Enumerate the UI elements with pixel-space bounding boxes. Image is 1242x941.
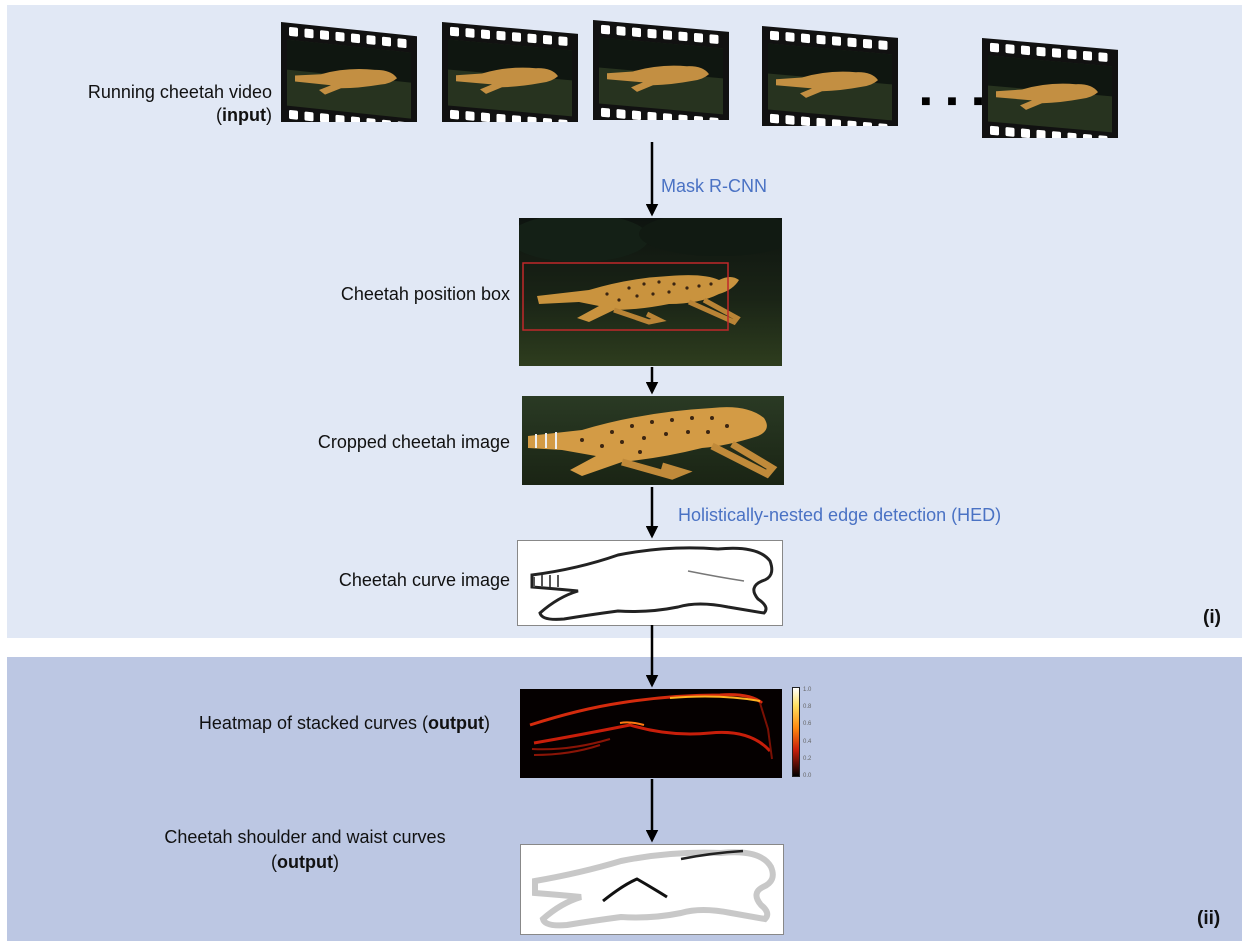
colorbar-tick: 0.0 xyxy=(803,768,823,785)
film-frame-3 xyxy=(593,20,729,120)
curve-image xyxy=(517,540,783,626)
input-label: Running cheetah video (input) xyxy=(40,81,272,127)
colorbar xyxy=(792,687,800,777)
film-frame-5 xyxy=(982,38,1118,138)
shoulder-waist-image xyxy=(520,844,784,935)
hed-label: Holistically-nested edge detection (HED) xyxy=(678,505,1001,526)
colorbar-tick: 0.2 xyxy=(803,751,823,768)
panel-tag-i: (i) xyxy=(1203,607,1221,629)
input-label-close: ) xyxy=(266,105,272,125)
shoulder-waist-label-text: Cheetah shoulder and waist curves xyxy=(164,827,445,847)
colorbar-tick: 0.8 xyxy=(803,699,823,716)
heatmap-label-text: Heatmap of stacked curves ( xyxy=(199,713,428,733)
curve-label: Cheetah curve image xyxy=(200,569,510,592)
cropped-image xyxy=(522,396,784,485)
colorbar-tick: 1.0 xyxy=(803,682,823,699)
shoulder-waist-bold: output xyxy=(277,852,333,872)
film-frame-2 xyxy=(442,22,578,122)
heatmap-label: Heatmap of stacked curves (output) xyxy=(80,712,490,735)
cropped-label: Cropped cheetah image xyxy=(200,431,510,454)
mask-rcnn-label: Mask R-CNN xyxy=(661,176,767,197)
colorbar-tick: 0.4 xyxy=(803,734,823,751)
shoulder-waist-close: ) xyxy=(333,852,339,872)
shoulder-waist-label: Cheetah shoulder and waist curves (outpu… xyxy=(100,825,510,875)
heatmap-label-bold: output xyxy=(428,713,484,733)
panel-tag-ii: (ii) xyxy=(1197,908,1220,930)
input-label-bold: input xyxy=(222,105,266,125)
colorbar-tick: 0.6 xyxy=(803,716,823,733)
colorbar-ticks: 1.0 0.8 0.6 0.4 0.2 0.0 xyxy=(803,682,823,782)
position-box-image xyxy=(519,218,782,366)
film-frame-1 xyxy=(281,22,417,122)
heatmap-label-close: ) xyxy=(484,713,490,733)
film-frame-4 xyxy=(762,26,898,126)
heatmap-image xyxy=(520,689,782,778)
position-box-label: Cheetah position box xyxy=(200,283,510,306)
ellipsis: ■ ■ ■ xyxy=(921,93,989,111)
